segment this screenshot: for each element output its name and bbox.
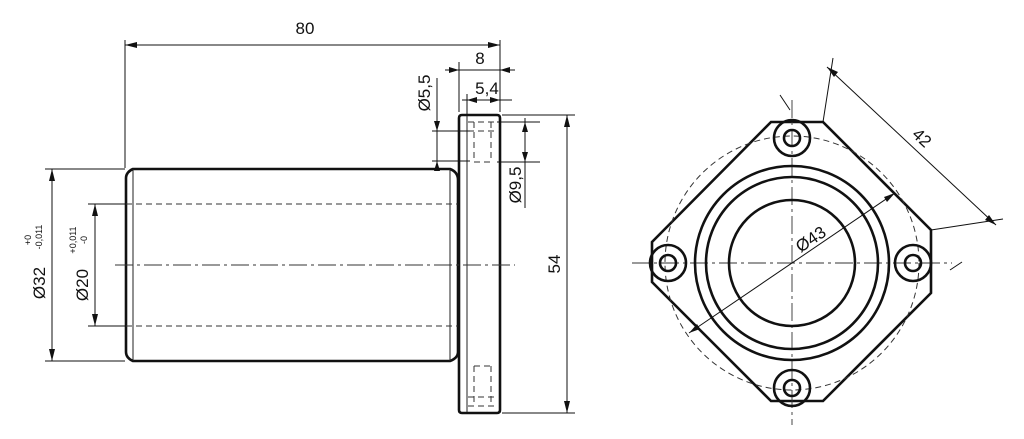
dim-length-80: 80 xyxy=(124,19,501,168)
front-view xyxy=(632,100,952,425)
dim-flange-8-label: 8 xyxy=(475,49,484,68)
dim-outer-tol-upper: +0 xyxy=(23,235,33,245)
bolt-hole-bottom xyxy=(772,368,812,408)
flange-hole-bottom xyxy=(473,365,492,406)
dim-length-label: 80 xyxy=(296,19,315,38)
housing-inner-ring xyxy=(704,175,880,351)
bore-ring xyxy=(727,198,857,328)
flange-hole-top xyxy=(473,122,492,163)
dim-height-label: 54 xyxy=(545,255,564,274)
dim-bore-tol-lower: -0 xyxy=(79,236,89,244)
dim-bore-20: Ø20 +0,011 -0 xyxy=(68,203,125,327)
dim-bolt-circle-label: Ø43 xyxy=(792,223,829,257)
dim-flange-5-4-label: 5,4 xyxy=(475,79,499,98)
bolt-hole-bottom-inner xyxy=(782,378,802,398)
flange-hole-bottom-cb xyxy=(468,396,497,407)
dim-outer-tol-lower: -0,011 xyxy=(34,225,44,250)
bolt-hole-top-inner xyxy=(782,128,802,148)
dim-outer-label: Ø32 xyxy=(30,267,49,299)
flange xyxy=(457,113,502,415)
flange-hole-top-cb xyxy=(468,121,497,132)
dim-flange-8: 8 xyxy=(445,49,515,112)
dim-bore-tol-upper: +0,011 xyxy=(68,226,78,253)
bolt-hole-top xyxy=(772,118,812,158)
dim-bore-label: Ø20 xyxy=(73,269,92,301)
dim-hole-5-5-label: Ø5,5 xyxy=(415,75,434,112)
dim-flange-5-4: 5,4 xyxy=(462,79,512,114)
bolt-hole-right xyxy=(893,243,933,283)
dim-hole-5-5: Ø5,5 xyxy=(415,75,470,171)
bolt-hole-left-inner xyxy=(658,253,678,273)
dim-counterbore-9-5: Ø9,5 xyxy=(497,118,540,208)
dim-counterbore-label: Ø9,5 xyxy=(506,167,525,204)
dim-height-54: 54 xyxy=(502,114,575,414)
dim-outer-32: Ø32 +0 -0,011 xyxy=(23,168,125,362)
side-view xyxy=(115,113,515,415)
bolt-circle xyxy=(664,135,920,391)
bolt-hole-right-inner xyxy=(903,253,923,273)
bolt-hole-left xyxy=(648,243,688,283)
housing-outer-ring xyxy=(693,164,891,362)
